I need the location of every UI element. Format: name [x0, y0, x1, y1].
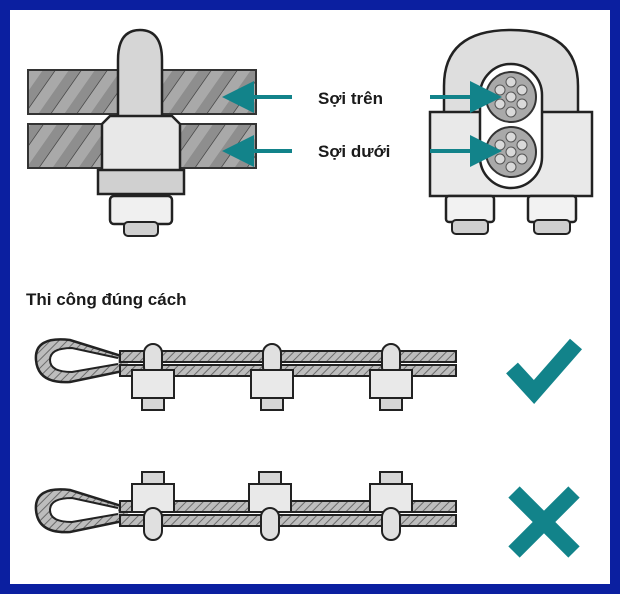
- side-view-clip: [27, 28, 257, 237]
- incorrect-installation: [34, 471, 457, 541]
- section-title: Thi công đúng cách: [26, 290, 187, 309]
- label-lower-strand: Sợi dưới: [318, 142, 391, 161]
- front-view-clip: [428, 28, 594, 235]
- cross-icon: [508, 486, 580, 558]
- label-upper-strand: Sợi trên: [318, 89, 383, 108]
- checkmark-icon: [506, 338, 583, 404]
- correct-installation: [34, 338, 457, 411]
